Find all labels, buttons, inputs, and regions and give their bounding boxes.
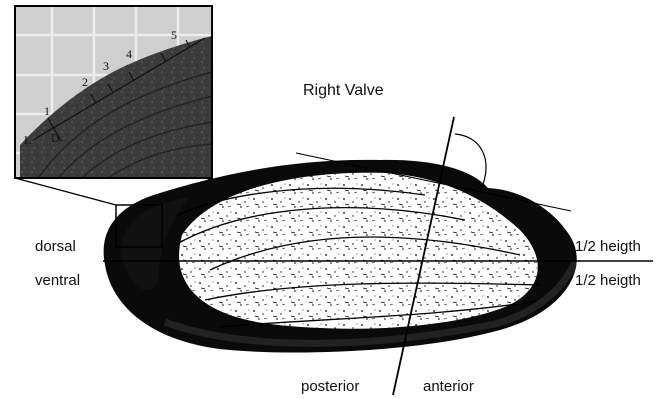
label-anterior: anterior [423,378,474,395]
label-dorsal: dorsal [35,238,76,255]
shell-illustration [104,160,577,353]
ring-number-2: 2 [82,75,88,89]
ring-number-3: 3 [103,59,109,73]
ring-number-4: 4 [126,47,132,61]
line-start-label: L [24,133,31,147]
ring-number-1: 1 [44,104,50,118]
label-ventral: ventral [35,272,80,289]
ring-number-5: 5 [171,28,177,42]
line-end-label: D [51,131,60,145]
label-half-height-ventral: 1/2 heigth [575,272,641,289]
figure-title: Right Valve [303,82,384,99]
inset-magnified-view: 1 2 3 4 5 L D [15,6,212,178]
label-posterior: posterior [301,378,359,395]
label-half-height-dorsal: 1/2 heigth [575,238,641,255]
